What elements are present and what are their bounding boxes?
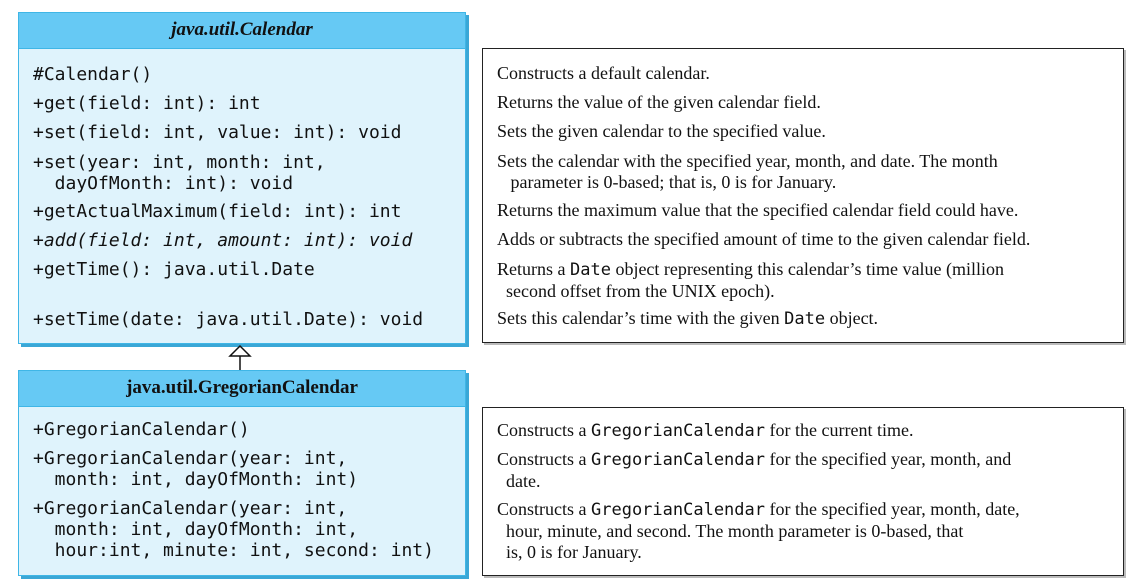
desc-set-time: Sets this calendar’s time with the given… xyxy=(497,308,878,330)
calendar-class-box: java.util.Calendar #Calendar() +get(fiel… xyxy=(18,12,466,344)
method-calendar-constructor: #Calendar() xyxy=(33,64,153,85)
desc-add: Adds or subtracts the specified amount o… xyxy=(497,229,1031,249)
desc-set-time-pre: Sets this calendar’s time with the given xyxy=(497,308,785,328)
calendar-methods-list: #Calendar() +get(field: int): int +set(f… xyxy=(19,49,465,343)
desc-get-time-post: object representing this calendar’s time… xyxy=(506,259,1004,301)
desc-gregorian-date-code: GregorianCalendar xyxy=(591,450,765,470)
gregorian-class-name: java.util.GregorianCalendar xyxy=(19,371,465,407)
desc-get: Returns the value of the given calendar … xyxy=(497,92,821,112)
calendar-class-name: java.util.Calendar xyxy=(19,13,465,49)
desc-gregorian-datetime: Constructs a GregorianCalendar for the s… xyxy=(497,499,1020,563)
method-set-field: +set(field: int, value: int): void xyxy=(33,122,402,143)
desc-set-time-post: object. xyxy=(825,308,879,328)
method-get: +get(field: int): int xyxy=(33,93,261,114)
inheritance-arrow-head xyxy=(228,344,252,357)
desc-gregorian-default: Constructs a GregorianCalendar for the c… xyxy=(497,420,913,442)
method-gregorian-constructor-default: +GregorianCalendar() xyxy=(33,419,250,440)
method-get-actual-maximum: +getActualMaximum(field: int): int xyxy=(33,201,402,222)
desc-gregorian-datetime-pre: Constructs a xyxy=(497,499,591,519)
desc-get-actual-maximum: Returns the maximum value that the speci… xyxy=(497,200,1019,220)
calendar-descriptions-box: Constructs a default calendar. Returns t… xyxy=(482,48,1124,343)
desc-gregorian-datetime-code: GregorianCalendar xyxy=(591,500,765,520)
desc-gregorian-date-post: for the specified year, month, and date. xyxy=(506,449,1012,491)
desc-gregorian-default-post: for the current time. xyxy=(765,420,914,440)
desc-gregorian-date: Constructs a GregorianCalendar for the s… xyxy=(497,449,1011,492)
desc-gregorian-date-pre: Constructs a xyxy=(497,449,591,469)
method-set-time: +setTime(date: java.util.Date): void xyxy=(33,309,424,330)
desc-gregorian-default-code: GregorianCalendar xyxy=(591,421,765,441)
gregorian-descriptions-box: Constructs a GregorianCalendar for the c… xyxy=(482,407,1124,576)
desc-get-time-pre: Returns a xyxy=(497,259,570,279)
desc-set-time-code: Date xyxy=(784,309,826,329)
gregorian-class-box: java.util.GregorianCalendar +GregorianCa… xyxy=(18,370,466,576)
desc-gregorian-datetime-post: for the specified year, month, date, hou… xyxy=(506,499,1020,562)
desc-calendar-constructor: Constructs a default calendar. xyxy=(497,63,710,83)
desc-get-time: Returns a Date object representing this … xyxy=(497,259,1004,302)
method-gregorian-constructor-datetime: +GregorianCalendar(year: int, month: int… xyxy=(33,498,434,561)
method-add: +add(field: int, amount: int): void xyxy=(33,230,413,251)
method-set-date: +set(year: int, month: int, dayOfMonth: … xyxy=(33,152,326,194)
gregorian-methods-list: +GregorianCalendar() +GregorianCalendar(… xyxy=(19,407,465,575)
method-get-time: +getTime(): java.util.Date xyxy=(33,259,315,280)
desc-gregorian-default-pre: Constructs a xyxy=(497,420,591,440)
method-gregorian-constructor-date: +GregorianCalendar(year: int, month: int… xyxy=(33,448,359,490)
desc-get-time-code: Date xyxy=(569,260,611,280)
desc-set-date: Sets the calendar with the specified yea… xyxy=(497,151,998,192)
desc-set-field: Sets the given calendar to the specified… xyxy=(497,121,826,141)
